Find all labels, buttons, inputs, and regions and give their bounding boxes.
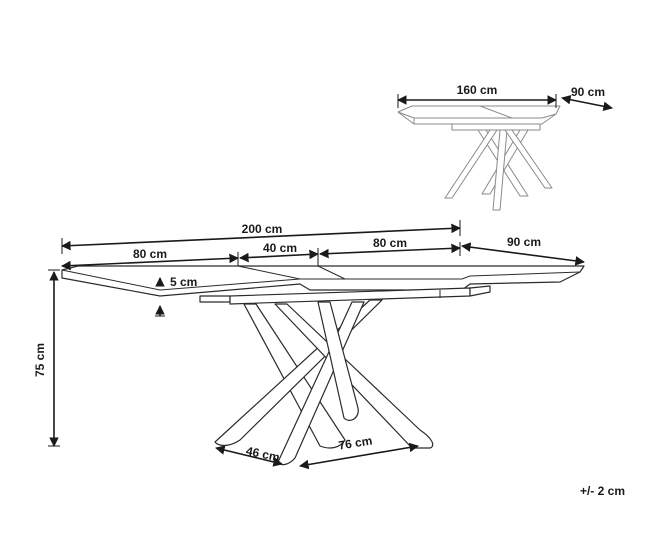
leaf-seam-right (317, 265, 346, 280)
compact-length-label: 160 cm (457, 83, 498, 97)
section-dimensions: 80 cm 40 cm 80 cm (61, 236, 461, 271)
height-dimension: 75 cm (33, 269, 60, 447)
depth-dimension: 90 cm (461, 235, 585, 266)
leaf-seam-left (237, 265, 301, 280)
compact-depth-label: 90 cm (571, 85, 605, 99)
leg-rear-left (274, 303, 434, 449)
compact-table-apron (451, 123, 541, 131)
foot-length-dimension: 76 cm (299, 433, 419, 470)
leg-center-back (317, 301, 359, 421)
middle-section-label: 40 cm (263, 241, 297, 255)
depth-label: 90 cm (507, 235, 541, 249)
extended-table-top (61, 265, 585, 297)
foot-depth-dimension: 46 cm (215, 444, 283, 467)
top-thickness-dimension: 5 cm (155, 275, 197, 317)
tolerance-note: +/- 2 cm (580, 484, 625, 498)
foot-depth-label: 46 cm (245, 444, 281, 465)
total-length-label: 200 cm (242, 222, 283, 236)
compact-depth-dimension: 90 cm (561, 85, 613, 112)
compact-table-legs (444, 129, 553, 211)
compact-table-drawing (397, 105, 561, 211)
left-section-label: 80 cm (133, 247, 167, 261)
compact-length-dimension: 160 cm (397, 83, 557, 108)
top-thickness-label: 5 cm (170, 275, 197, 289)
compact-table-top (397, 105, 561, 125)
height-label: 75 cm (33, 343, 47, 377)
right-section-label: 80 cm (373, 236, 407, 250)
total-length-dimension: 200 cm (61, 220, 461, 254)
extended-table-drawing (61, 265, 585, 305)
foot-length-label: 76 cm (337, 433, 373, 452)
star-base-legs (214, 299, 434, 466)
